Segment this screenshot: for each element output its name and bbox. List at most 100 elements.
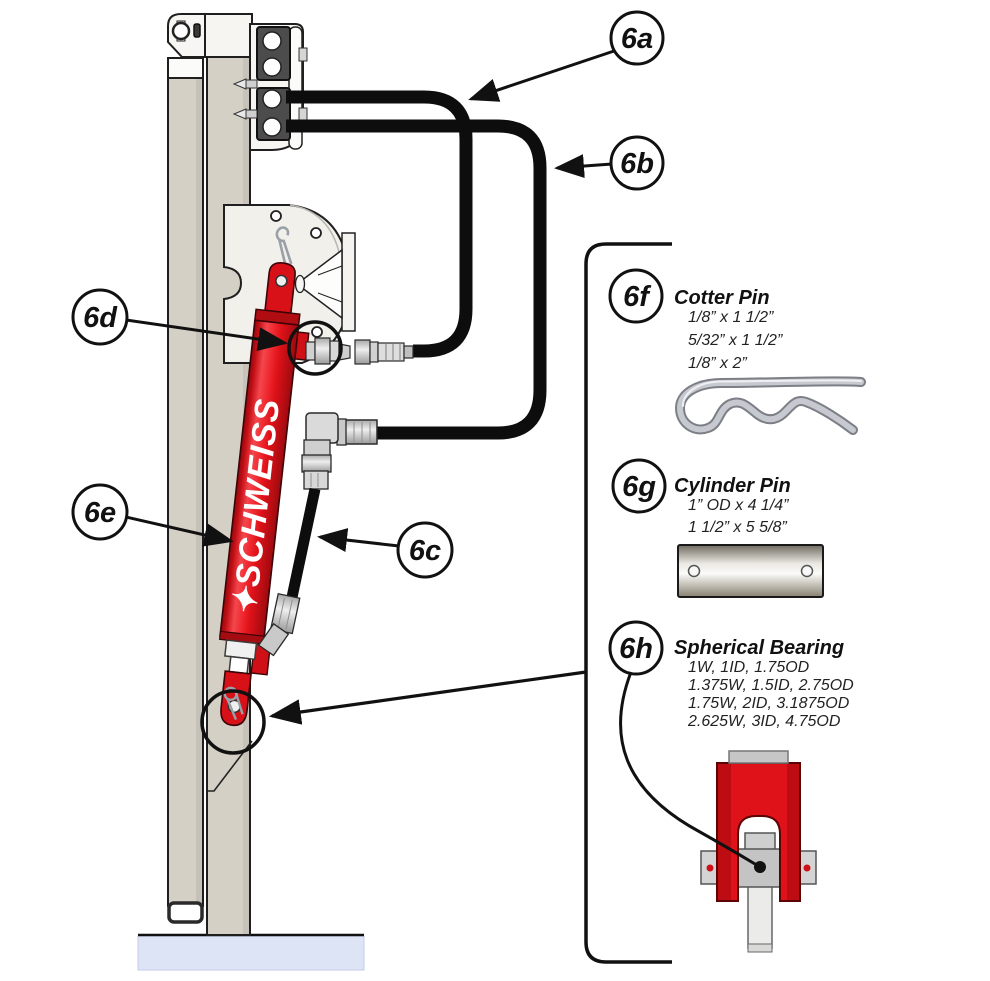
cylinder-top-clevis [264,262,296,315]
cotter-pin-top [275,226,293,265]
hose-crimp-sleeve [269,592,301,635]
clevis-side-shade [718,764,731,900]
pivot-bracket-bar [341,232,356,332]
hose-crimp-sleeve [303,470,329,490]
callout-6g [611,458,667,514]
part-size: 1/8” x 1 1/2” [688,309,774,326]
pivot-pin-end [294,274,306,294]
hydraulic-hose-6a [286,90,473,358]
leader-line-6a [468,48,618,102]
pin-hole [687,564,701,578]
hose-clamp-bracket [232,23,308,151]
leader-line-6e [125,515,234,547]
fitting-hex [314,337,331,365]
clamp-hole [262,31,282,51]
leader-line-6d [125,318,288,352]
callout-6f-label: 6f [623,281,652,313]
clamp-tab-upper [298,47,308,62]
part-name-spherical-bearing: Spherical Bearing [674,637,844,659]
callout-6c: 6c [396,521,454,579]
annotation-circle-top-port [287,320,343,376]
hose-end-collar [369,341,379,363]
plate-hole [270,210,282,222]
callout-6h [608,620,664,676]
leader-line-bearing [268,670,587,725]
hose-crimp-sleeve [344,419,378,445]
cylinder-pin-illustration [677,544,824,598]
part-entry-cylinder-pin: 6g Cylinder Pin 1” OD x 4 1/4” 1 1/2” x … [611,458,824,598]
part-entry-spherical-bearing: 6h Spherical Bearing 1W, 1ID, 1.75OD 1.3… [608,620,854,953]
part-name-cylinder-pin: Cylinder Pin [674,475,791,497]
plate-hole [311,326,323,338]
leader-line-6b [554,154,613,179]
callout-6g-label: 6g [622,471,656,503]
clevis-pin-hole [275,274,288,288]
clamp-hole [262,117,282,137]
clamp-hole [262,89,282,109]
part-size: 1.75W, 2ID, 3.1875OD [688,695,850,712]
leader-line-6c [317,528,400,552]
clevis-side-shade [787,764,800,900]
callout-6h-label: 6h [619,633,653,665]
fitting-segment [305,341,316,361]
bearing-pointer-curve [619,671,756,866]
callout-6a: 6a [609,10,665,66]
hinge-slot [193,23,201,38]
annotation-circle-bottom-clevis [200,689,266,755]
door-column-top-band [167,57,204,79]
callout-6d: 6d [71,288,129,346]
callout-6b: 6b [609,135,665,191]
clamp-hole [262,57,282,77]
cylinder-gland [224,639,258,661]
ground-slab [137,935,365,971]
pin-center-dot [706,864,714,872]
pivot-bracket-gusset [295,248,343,320]
clamp-tab-lower [298,107,308,122]
main-post-top-cap [204,13,253,58]
hydraulic-hose-6c [285,487,321,604]
elbow-outlet [303,439,331,457]
bearing-pointer-dot [754,861,766,873]
part-size: 1 1/2” x 5 5/8” [688,519,787,536]
part-size: 1/8” x 2” [688,355,747,372]
callout-6d-label: 6d [83,302,118,334]
gusset-line [317,265,343,276]
lower-bracket-edge [206,740,253,792]
clamp-bolt [232,108,258,120]
bearing-strap-end [747,943,773,953]
hose-6c-assembly [257,412,378,657]
part-name-cotter-pin: Cotter Pin [674,287,770,309]
hose-end-hex [354,339,371,365]
hydraulic-hose-6b [286,119,547,440]
ground [137,933,365,971]
door-column-shade [196,58,203,906]
door-frame-column [167,57,204,924]
plate-hole [310,227,322,239]
bearing-clevis-outline [716,762,801,902]
fitting-tail [403,345,414,359]
clevis-cap [728,750,789,764]
part-size: 1” OD x 4 1/4” [688,497,789,514]
callout-6a-label: 6a [621,23,653,55]
gusset-line [317,292,343,303]
pin-hole [800,564,814,578]
callout-6e: 6e [71,483,129,541]
hinge-pin-hole [171,21,191,41]
door-column-end-cap [167,901,204,924]
lower-mount-bracket [206,740,253,792]
part-size: 1W, 1ID, 1.75OD [688,659,810,676]
clamp-bolt [232,78,258,90]
pin-center-dot [803,864,811,872]
bearing-strap [747,883,773,949]
bearing-race-top [744,832,776,851]
parts-panel-bracket [584,242,672,964]
top-port-fitting [305,337,414,365]
part-size: 5/32” x 1 1/2” [688,332,783,349]
callout-6b-label: 6b [620,148,654,180]
part-entry-cotter-pin: 6f Cotter Pin 1/8” x 1 1/2” 5/32” x 1 1/… [608,268,866,435]
callout-6f [608,268,664,324]
callout-6c-label: 6c [409,535,441,567]
part-size: 2.625W, 3ID, 4.75OD [687,713,841,730]
piston-rod [228,655,250,675]
